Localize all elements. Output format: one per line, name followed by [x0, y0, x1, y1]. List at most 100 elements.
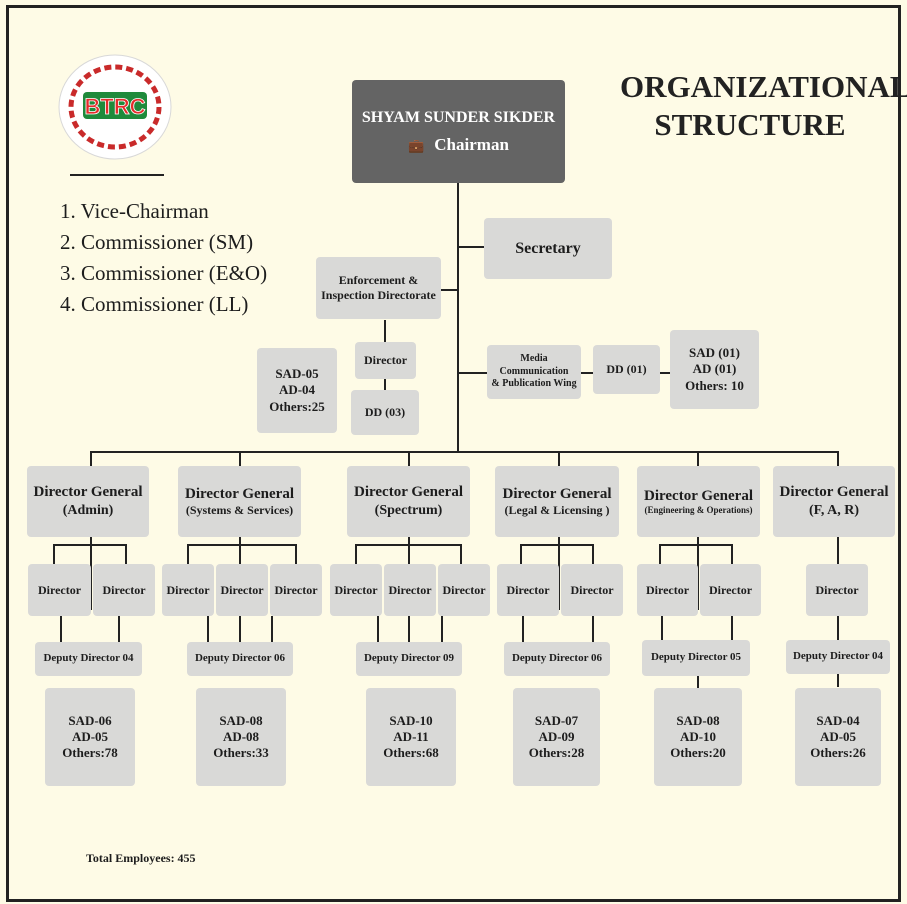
dg-spectrum-box: Director General (Spectrum) — [347, 466, 470, 537]
director-box: Director — [637, 564, 698, 616]
connector-line — [408, 537, 410, 564]
director-box: Director — [384, 564, 436, 616]
deputy-label: Deputy Director 06 — [511, 652, 603, 665]
connector-line — [458, 372, 488, 374]
logo-underline — [70, 174, 164, 176]
connector-line — [239, 537, 241, 564]
commissioner-item: 1. Vice-Chairman — [60, 199, 209, 223]
staff-line: Others:25 — [269, 398, 325, 414]
commissioner-item: 4. Commissioner (LL) — [60, 292, 249, 316]
chairman-name: SHYAM SUNDER SIKDER — [361, 108, 556, 126]
director-label: Director — [645, 582, 690, 597]
connector-line — [558, 451, 560, 467]
staff-line: AD (01) — [692, 361, 737, 377]
secretary-label: Secretary — [515, 239, 581, 257]
btrc-logo: BTRC — [58, 54, 172, 160]
staff-line: AD-05 — [71, 728, 109, 744]
connector-line — [125, 544, 127, 564]
dg-label: Director General — [502, 485, 612, 502]
secretary-box: Secretary — [484, 218, 612, 279]
enforcement-line-2: Inspection Directorate — [321, 288, 436, 302]
connector-line — [659, 372, 670, 374]
media-staff-box: SAD (01) AD (01) Others: 10 — [670, 330, 759, 409]
staff-line: AD-04 — [278, 382, 316, 398]
enforcement-director-box: Director — [355, 342, 416, 379]
dg-label: Director General — [354, 484, 463, 501]
connector-line — [659, 544, 661, 564]
enforcement-line-1: Enforcement & — [338, 273, 419, 287]
director-label: Director — [570, 582, 614, 597]
director-box: Director — [497, 564, 559, 616]
staff-line: AD-08 — [222, 728, 260, 744]
director-label: Director — [506, 582, 550, 597]
staff-line: SAD-08 — [676, 712, 720, 728]
connector-line — [355, 544, 357, 564]
connector-line — [239, 451, 241, 467]
connector-line — [592, 544, 594, 564]
media-dd-box: DD (01) — [593, 345, 660, 394]
total-employees: Total Employees: 455 — [86, 851, 196, 865]
staff-line: SAD-10 — [389, 712, 433, 728]
connector-line — [580, 372, 593, 374]
director-label: Director — [274, 582, 318, 597]
commissioner-item: 3. Commissioner (E&O) — [60, 261, 268, 285]
staff-box: SAD-06 AD-05 Others:78 — [45, 688, 135, 786]
deputy-director-box: Deputy Director 05 — [642, 640, 750, 676]
connector-line — [520, 544, 594, 546]
connector-line — [697, 537, 699, 610]
director-box: Director — [270, 564, 322, 616]
connector-line — [118, 616, 120, 642]
staff-line: AD-10 — [679, 728, 717, 744]
connector-line — [460, 544, 462, 564]
deputy-director-box: Deputy Director 04 — [786, 640, 890, 674]
director-label: Director — [37, 582, 82, 597]
enforcement-staff-box: SAD-05 AD-04 Others:25 — [257, 348, 337, 433]
director-label: Director — [388, 582, 432, 597]
director-label: Director — [102, 582, 146, 597]
director-box: Director — [438, 564, 490, 616]
connector-line — [837, 451, 839, 467]
director-label: Director — [815, 582, 859, 597]
staff-box: SAD-08 AD-08 Others:33 — [196, 688, 286, 786]
connector-line — [377, 616, 379, 642]
connector-line — [439, 289, 458, 291]
director-box: Director — [93, 564, 155, 616]
dg-label: Director General — [779, 484, 889, 501]
director-box: Director — [700, 564, 761, 616]
connector-line — [355, 544, 462, 546]
connector-line — [558, 537, 560, 610]
enforcement-dd-box: DD (03) — [351, 390, 419, 435]
chairman-box: SHYAM SUNDER SIKDER 💼Chairman — [352, 80, 565, 183]
director-box: Director — [330, 564, 382, 616]
director-box: Director — [216, 564, 268, 616]
director-label: Director — [708, 582, 753, 597]
deputy-director-box: Deputy Director 06 — [504, 642, 610, 676]
dd-label: DD (03) — [364, 405, 406, 419]
director-box: Director — [162, 564, 214, 616]
connector-line — [661, 616, 663, 640]
connector-line — [53, 544, 127, 546]
media-line-2: & Publication Wing — [491, 378, 577, 390]
connector-line — [90, 451, 92, 467]
dg-sub-label: (Spectrum) — [374, 503, 443, 519]
staff-line: SAD-04 — [816, 712, 860, 728]
dg-far-box: Director General (F, A, R) — [773, 466, 895, 537]
connector-line — [592, 616, 594, 642]
deputy-label: Deputy Director 06 — [194, 652, 286, 665]
connector-line — [295, 544, 297, 564]
director-label: Director — [220, 582, 264, 597]
staff-line: SAD (01) — [689, 345, 740, 361]
briefcase-icon: 💼 — [408, 137, 425, 153]
dg-systems-box: Director General (Systems & Services) — [178, 466, 301, 537]
staff-line: Others:68 — [383, 745, 439, 761]
deputy-director-box: Deputy Director 06 — [187, 642, 293, 676]
staff-box: SAD-07 AD-09 Others:28 — [513, 688, 600, 786]
staff-line: Others:33 — [213, 745, 269, 761]
deputy-label: Deputy Director 04 — [43, 652, 134, 665]
connector-line — [697, 451, 699, 467]
dg-label: Director General — [644, 487, 753, 504]
deputy-label: Deputy Director 04 — [792, 650, 884, 663]
connector-line — [408, 451, 410, 467]
connector-line — [207, 616, 209, 642]
director-label: Director — [166, 582, 210, 597]
